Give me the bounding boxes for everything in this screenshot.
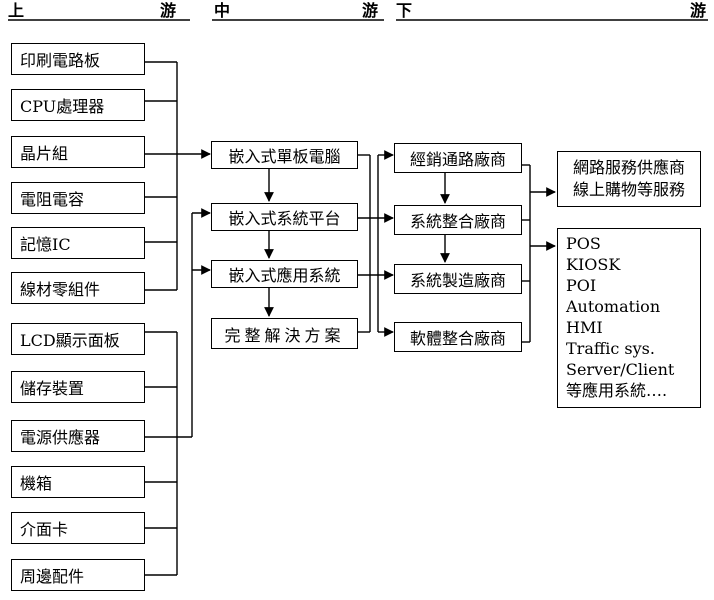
- upstream-label: CPU處理器: [20, 97, 105, 116]
- upstream-box-peripherals: 周邊配件: [11, 559, 145, 591]
- midstream-to-downstream-buses: [358, 150, 394, 337]
- downstream-to-outputs: [522, 164, 556, 343]
- upstream-label: LCD顯示面板: [20, 331, 120, 350]
- downstream-label: 系統整合廠商: [409, 212, 506, 231]
- upstream-box-cpu: CPU處理器: [11, 89, 145, 121]
- upstream-label: 機箱: [20, 474, 53, 493]
- midstream-box-application-system: 嵌入式應用系統: [211, 260, 358, 288]
- application-item: KIOSK: [566, 255, 621, 274]
- upstream-box-interface-card: 介面卡: [11, 512, 145, 544]
- downstream-label: 系統製造廠商: [409, 271, 506, 290]
- upstream-header-right: 游: [160, 1, 177, 20]
- upstream-label: 介面卡: [20, 520, 69, 539]
- upstream-box-resistor-capacitor: 電阻電容: [11, 182, 145, 214]
- upstream-upper-bracket: [145, 61, 178, 291]
- midstream-label: 嵌入式單板電腦: [228, 147, 341, 166]
- downstream-box-software-integrators: 軟體整合廠商: [394, 322, 522, 352]
- midstream-box-single-board-computer: 嵌入式單板電腦: [211, 141, 358, 169]
- downstream-box-distributors: 經銷通路廠商: [394, 143, 522, 173]
- upstream-label: 晶片組: [20, 144, 69, 163]
- application-item: Traffic sys.: [566, 339, 655, 358]
- upstream-label: 記憶IC: [20, 235, 71, 254]
- upstream-box-power-supply: 電源供應器: [11, 420, 145, 452]
- application-item: POS: [566, 234, 601, 253]
- midstream-box-system-platform: 嵌入式系統平台: [211, 203, 358, 231]
- upstream-label: 線材零組件: [20, 280, 101, 299]
- downstream-label: 軟體整合廠商: [409, 329, 506, 348]
- upstream-label: 電源供應器: [20, 428, 101, 447]
- midstream-header-right: 游: [362, 1, 379, 20]
- upstream-lower-bracket: [145, 208, 211, 576]
- downstream-header-left: 下: [396, 1, 413, 20]
- services-line-1: 網路服務供應商: [572, 158, 685, 177]
- application-item: HMI: [566, 318, 603, 337]
- upstream-label: 電阻電容: [20, 190, 85, 209]
- upstream-box-lcd-panel: LCD顯示面板: [11, 323, 145, 355]
- midstream-label: 嵌入式系統平台: [228, 209, 341, 228]
- application-item: POI: [566, 276, 597, 295]
- upstream-box-chassis: 機箱: [11, 466, 145, 498]
- downstream-box-system-integrators: 系統整合廠商: [394, 205, 522, 235]
- application-item: Server/Client: [566, 360, 675, 379]
- upstream-label: 儲存裝置: [20, 379, 85, 398]
- midstream-header-left: 中: [214, 1, 231, 20]
- output-box-services: 網路服務供應商 線上購物等服務: [557, 151, 701, 207]
- downstream-label: 經銷通路廠商: [409, 150, 506, 169]
- midstream-box-total-solution: 完整解決方案: [211, 318, 358, 349]
- midstream-label: 嵌入式應用系統: [228, 266, 341, 285]
- output-box-applications: POS KIOSK POI Automation HMI Traffic sys…: [557, 228, 701, 408]
- midstream-label: 完整解決方案: [224, 325, 345, 345]
- downstream-header-right: 游: [690, 1, 707, 20]
- upstream-label: 印刷電路板: [20, 51, 101, 70]
- upstream-box-chipset: 晶片組: [11, 136, 145, 168]
- application-item: 等應用系統….: [566, 381, 668, 400]
- upstream-header-left: 上: [8, 1, 25, 20]
- services-line-2: 線上購物等服務: [572, 180, 685, 199]
- upstream-box-cable-components: 線材零組件: [11, 272, 145, 304]
- upstream-label: 周邊配件: [20, 567, 85, 586]
- upstream-box-storage: 儲存裝置: [11, 371, 145, 403]
- downstream-box-system-manufacturers: 系統製造廠商: [394, 264, 522, 294]
- upstream-box-pcb: 印刷電路板: [11, 43, 145, 75]
- application-item: Automation: [566, 297, 661, 316]
- upstream-box-memory-ic: 記憶IC: [11, 227, 145, 259]
